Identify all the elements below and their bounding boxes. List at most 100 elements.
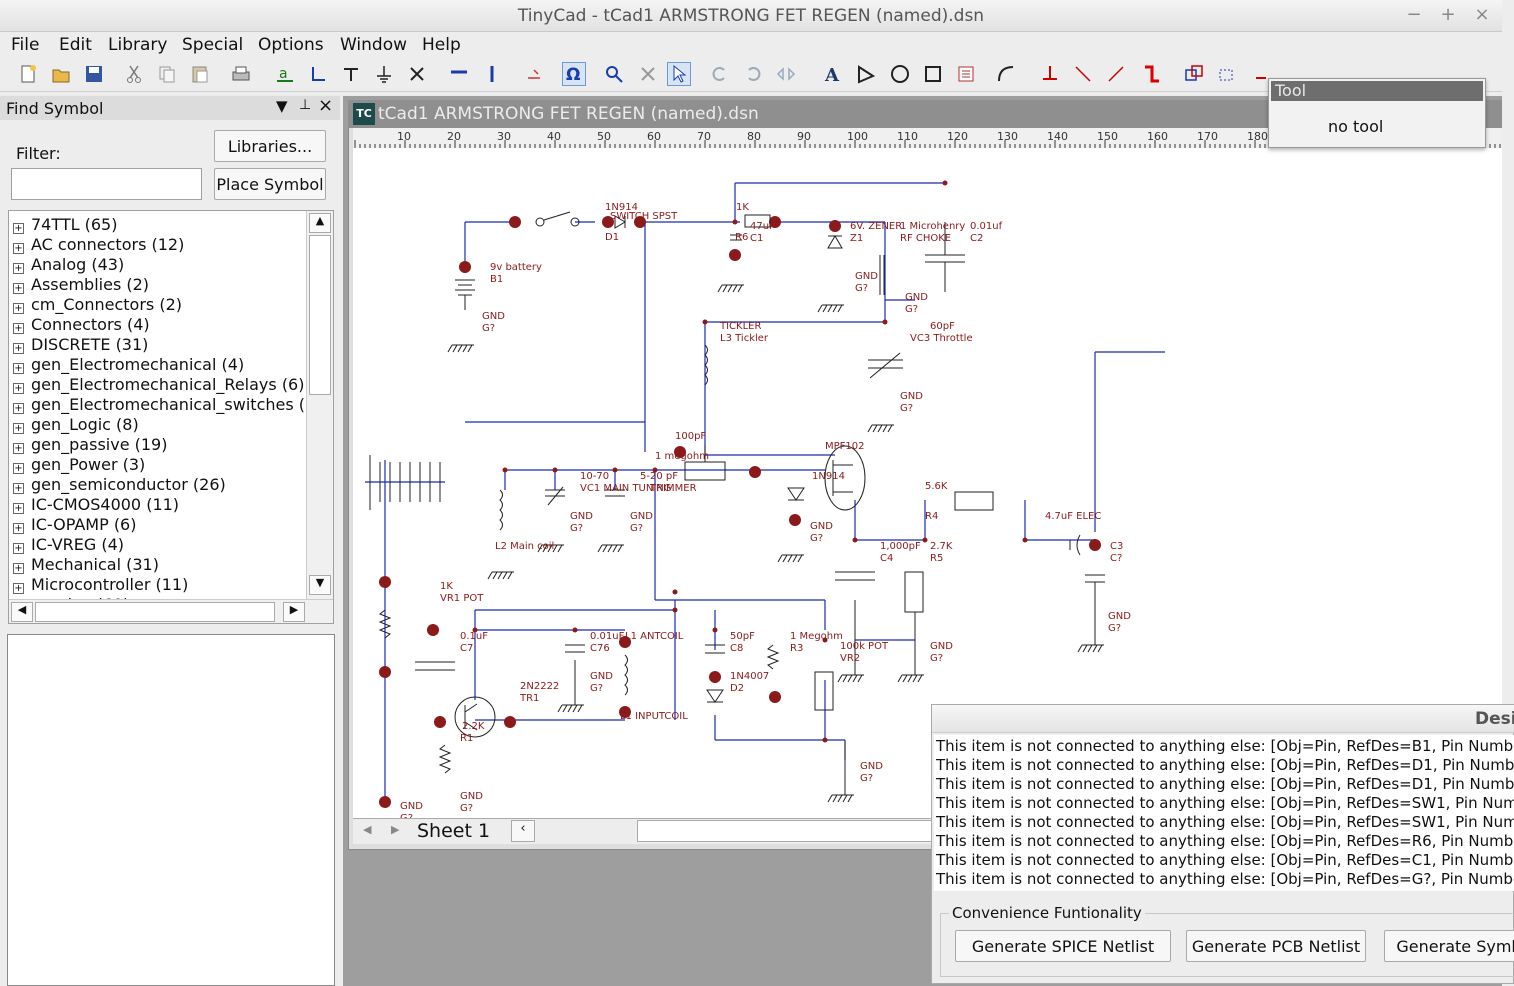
block-icon[interactable] bbox=[1216, 62, 1240, 86]
ground-icon[interactable] bbox=[372, 62, 396, 86]
schematic-label[interactable]: L2 Main coil bbox=[495, 541, 554, 552]
rotate-right-icon[interactable] bbox=[741, 62, 765, 86]
scroll-down-icon[interactable]: ▼ bbox=[309, 575, 331, 595]
new-icon[interactable] bbox=[16, 62, 40, 86]
menu-options[interactable]: Options bbox=[258, 35, 324, 55]
library-item[interactable]: +gen_Electromechanical (4) bbox=[13, 355, 244, 375]
expand-icon[interactable]: + bbox=[13, 383, 24, 394]
schematic-label[interactable]: 100pF bbox=[675, 431, 706, 442]
pin-panel-icon[interactable]: ⊥ bbox=[299, 97, 311, 113]
library-item[interactable]: +gen_Electromechanical_switches (15) bbox=[13, 395, 332, 415]
schematic-label[interactable]: 9v battery bbox=[490, 262, 542, 273]
drc-message-row[interactable]: This item is not connected to anything e… bbox=[936, 813, 1514, 831]
dropdown-arrow-icon[interactable]: ▼ bbox=[276, 97, 288, 115]
line-icon[interactable] bbox=[1071, 62, 1095, 86]
library-item[interactable]: +gen_passive (19) bbox=[13, 435, 167, 455]
bus-entry-icon[interactable] bbox=[480, 62, 504, 86]
wire-icon[interactable] bbox=[306, 62, 330, 86]
expand-icon[interactable]: + bbox=[13, 303, 24, 314]
expand-icon[interactable]: + bbox=[13, 463, 24, 474]
libraries-button[interactable]: Libraries... bbox=[214, 130, 326, 162]
schematic-label[interactable]: R6 bbox=[735, 232, 748, 243]
schematic-label[interactable]: Z1 bbox=[850, 233, 863, 244]
save-icon[interactable] bbox=[82, 62, 106, 86]
schematic-label[interactable]: MPF102 bbox=[825, 441, 865, 452]
drc-message-row[interactable]: This item is not connected to anything e… bbox=[936, 775, 1514, 793]
tab-prev-icon[interactable]: ◀ bbox=[363, 823, 371, 836]
maximize-button[interactable]: + bbox=[1438, 4, 1458, 25]
expand-icon[interactable]: + bbox=[13, 503, 24, 514]
schematic-label[interactable]: R3 bbox=[790, 643, 803, 654]
menu-edit[interactable]: Edit bbox=[59, 35, 92, 55]
bus-icon[interactable] bbox=[447, 62, 471, 86]
schematic-label[interactable]: 5-20 pF bbox=[640, 471, 678, 482]
schematic-label[interactable]: L1 ANTCOIL bbox=[625, 631, 684, 642]
tree-vertical-scrollbar[interactable]: ▲ ▼ bbox=[306, 211, 333, 599]
arc-icon[interactable] bbox=[994, 62, 1018, 86]
expand-icon[interactable]: + bbox=[13, 363, 24, 374]
drc-message-row[interactable]: This item is not connected to anything e… bbox=[936, 851, 1514, 869]
polygon-icon[interactable] bbox=[854, 62, 878, 86]
library-item[interactable]: +cm_Connectors (2) bbox=[13, 295, 182, 315]
rectangle-icon[interactable] bbox=[921, 62, 945, 86]
rotate-left-icon[interactable] bbox=[708, 62, 732, 86]
tree-horizontal-scrollbar[interactable]: ◀ ▶ bbox=[9, 599, 333, 623]
expand-icon[interactable]: + bbox=[13, 263, 24, 274]
close-panel-icon[interactable]: × bbox=[318, 95, 333, 116]
expand-icon[interactable]: + bbox=[13, 223, 24, 234]
schematic-label[interactable]: R1 bbox=[460, 733, 473, 744]
mirror-icon[interactable] bbox=[774, 62, 798, 86]
schematic-label[interactable]: 2N2222 bbox=[520, 681, 559, 692]
library-item[interactable]: +gen_Power (3) bbox=[13, 455, 145, 475]
library-item[interactable]: +gen_Electromechanical_Relays (6) bbox=[13, 375, 304, 395]
zoom-icon[interactable] bbox=[602, 62, 626, 86]
scroll-left-icon[interactable]: ◀ bbox=[11, 602, 33, 622]
menu-help[interactable]: Help bbox=[422, 35, 461, 55]
expand-icon[interactable]: + bbox=[13, 583, 24, 594]
library-item[interactable]: +gen_Logic (8) bbox=[13, 415, 139, 435]
print-icon[interactable] bbox=[229, 62, 253, 86]
generate-spice-netlist-button[interactable]: Generate SPICE Netlist bbox=[955, 930, 1171, 962]
canvas-hscroll-thumb[interactable] bbox=[637, 820, 933, 842]
expand-icon[interactable]: + bbox=[13, 483, 24, 494]
schematic-label[interactable]: 1 megohm bbox=[655, 451, 709, 462]
hscroll-thumb[interactable] bbox=[35, 602, 275, 622]
library-item[interactable]: +IC-OPAMP (6) bbox=[13, 515, 136, 535]
menu-file[interactable]: File bbox=[11, 35, 39, 55]
library-item[interactable]: +Microcontroller (11) bbox=[13, 575, 188, 595]
schematic-label[interactable]: 6V. ZENER bbox=[850, 221, 902, 232]
library-item[interactable]: +IC-CMOS4000 (11) bbox=[13, 495, 179, 515]
schematic-label[interactable]: TRIMMER bbox=[649, 483, 697, 494]
schematic-label[interactable]: C3 bbox=[1110, 541, 1123, 552]
filter-input[interactable] bbox=[11, 168, 202, 200]
schematic-label[interactable]: 1 Megohm bbox=[790, 631, 843, 642]
schematic-label[interactable]: 60pF bbox=[930, 321, 955, 332]
schematic-label[interactable]: C4 bbox=[880, 553, 893, 564]
schematic-label[interactable]: RF CHOKE bbox=[900, 233, 951, 244]
menu-window[interactable]: Window bbox=[340, 35, 407, 55]
library-item[interactable]: +Connectors (4) bbox=[13, 315, 150, 335]
library-item[interactable]: +DISCRETE (31) bbox=[13, 335, 148, 355]
expand-icon[interactable]: + bbox=[13, 423, 24, 434]
expand-icon[interactable]: + bbox=[13, 283, 24, 294]
expand-icon[interactable]: + bbox=[13, 323, 24, 334]
line2-icon[interactable] bbox=[1104, 62, 1128, 86]
drc-message-row[interactable]: This item is not connected to anything e… bbox=[936, 737, 1514, 755]
menu-library[interactable]: Library bbox=[108, 35, 167, 55]
schematic-label[interactable]: 1,000pF bbox=[880, 541, 921, 552]
expand-icon[interactable]: + bbox=[13, 443, 24, 454]
library-item[interactable]: +Mechanical (31) bbox=[13, 555, 159, 575]
drc-message-row[interactable]: This item is not connected to anything e… bbox=[936, 832, 1514, 850]
schematic-label[interactable]: 1 Microhenry bbox=[900, 221, 965, 232]
schematic-label[interactable]: L1 INPUTCOIL bbox=[620, 711, 688, 722]
no-connect-icon[interactable] bbox=[405, 62, 429, 86]
open-icon[interactable] bbox=[49, 62, 73, 86]
schematic-label[interactable]: 0.1uF bbox=[460, 631, 488, 642]
paste-icon[interactable] bbox=[188, 62, 212, 86]
schematic-label[interactable]: C1 bbox=[750, 233, 763, 244]
menu-special[interactable]: Special bbox=[182, 35, 243, 55]
schematic-label[interactable]: SWITCH SPST bbox=[610, 211, 678, 222]
copy-icon[interactable] bbox=[155, 62, 179, 86]
schematic-label[interactable]: GND bbox=[482, 311, 505, 322]
symbol-icon[interactable]: Ω bbox=[562, 62, 586, 86]
